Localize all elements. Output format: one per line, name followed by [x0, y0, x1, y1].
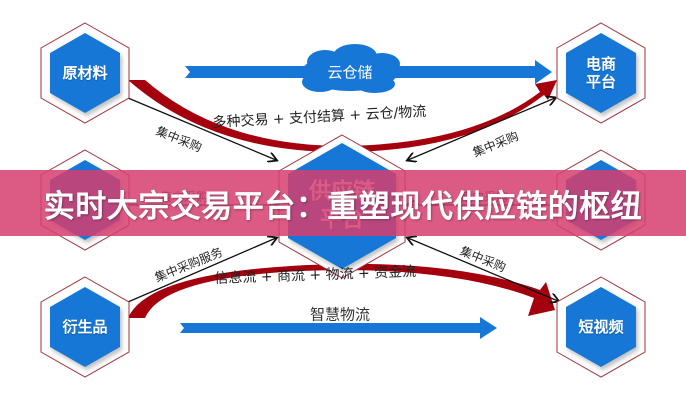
node-label-raw-materials: 原材料 [62, 64, 108, 82]
bottom-flow-arrow [180, 317, 497, 339]
title-banner: 实时大宗交易平台：重塑现代供应链的枢纽 [0, 170, 686, 236]
banner-title: 实时大宗交易平台：重塑现代供应链的枢纽 [43, 188, 643, 225]
node-label-derivatives: 衍生品 [62, 318, 108, 336]
smart-logistics-label: 智慧物流 [309, 305, 371, 324]
cloud-icon [302, 44, 400, 93]
node-label-ecommerce-line1: 电商 [585, 55, 617, 73]
node-label-ecommerce: 电商 平台 [586, 55, 616, 91]
node-label-ecommerce-line2: 平台 [585, 73, 617, 91]
cloud-storage-label: 云仓储 [327, 63, 373, 82]
hex-node-ecommerce [556, 22, 646, 124]
hex-node-short-video [556, 276, 646, 378]
node-label-short-video: 短视频 [578, 318, 624, 336]
hex-node-raw-materials [40, 22, 130, 124]
hex-node-derivatives [40, 276, 130, 378]
